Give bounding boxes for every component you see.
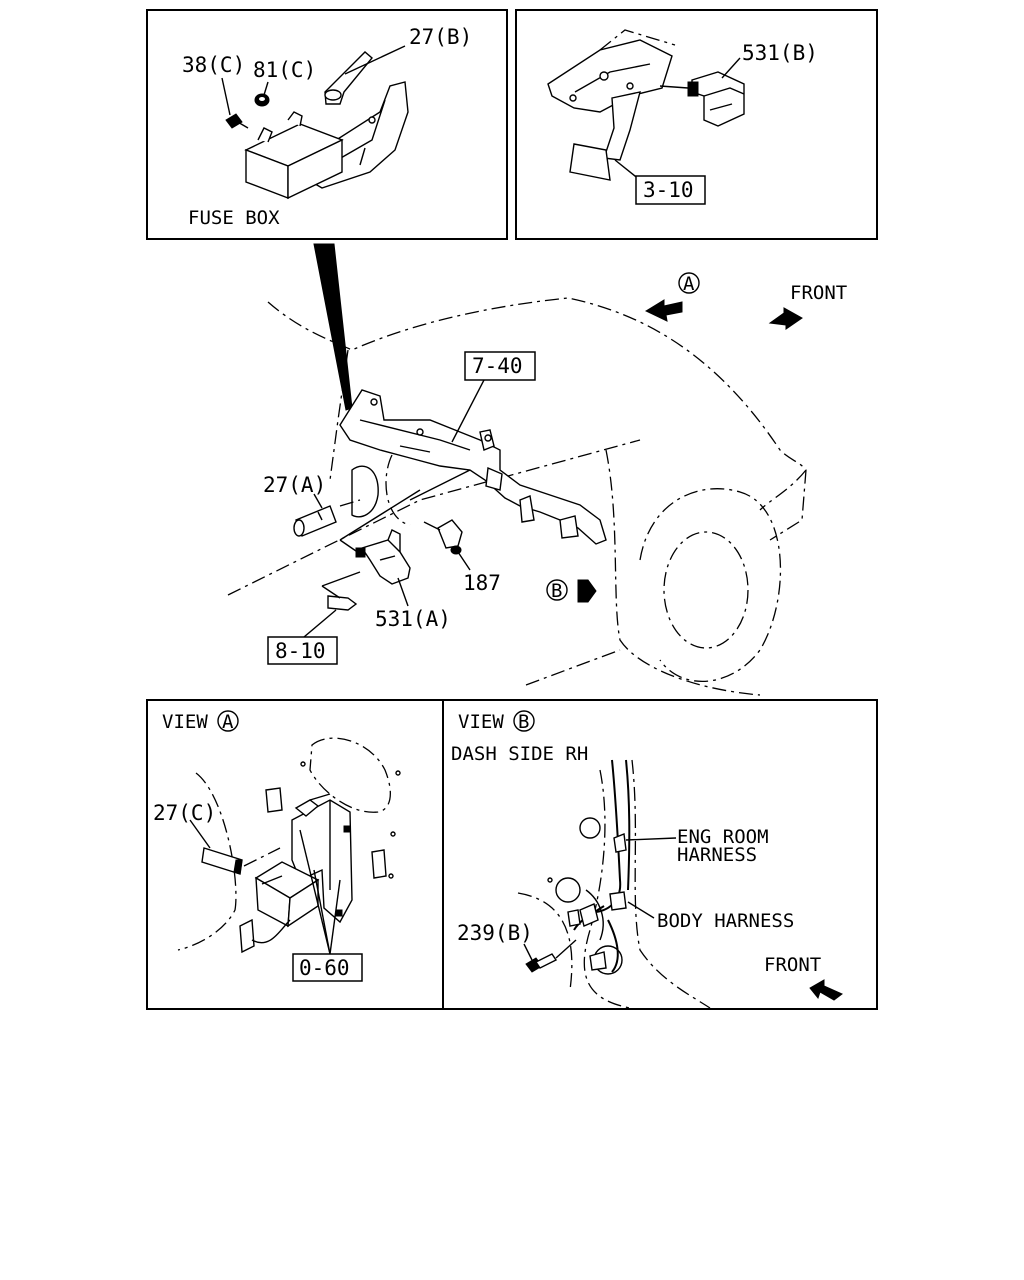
ref-box-3-10 bbox=[635, 175, 706, 205]
label-239b: 239(B) bbox=[457, 921, 533, 945]
fuse-box-detail-panel: 27(B) 38(C) 81(C) FUSE BOX bbox=[146, 9, 508, 240]
label-harness: HARNESS bbox=[677, 844, 757, 866]
oval-cutout bbox=[309, 737, 391, 813]
vehicle-body-outline bbox=[267, 297, 807, 541]
ref-box-8-10 bbox=[267, 636, 338, 665]
label-3-10[interactable]: 3-10 bbox=[643, 178, 694, 202]
ref-box-7-40 bbox=[464, 351, 536, 381]
label-531a: 531(A) bbox=[375, 607, 451, 631]
tube-27c bbox=[201, 847, 243, 875]
label-531b: 531(B) bbox=[742, 41, 818, 65]
front-arrow-b bbox=[809, 979, 843, 1001]
label-81c: 81(C) bbox=[253, 58, 316, 82]
label-body-harness: BODY HARNESS bbox=[657, 910, 794, 932]
label-eng-room: ENG ROOM bbox=[677, 826, 769, 848]
bolt-0-60 bbox=[294, 793, 331, 817]
nut-81c bbox=[254, 93, 270, 107]
bolt-239b bbox=[525, 953, 558, 973]
label-fuse-box: FUSE BOX bbox=[188, 207, 280, 229]
front-label: FRONT bbox=[790, 282, 847, 304]
panel-frame bbox=[146, 9, 508, 240]
view-a-letter: A bbox=[683, 273, 695, 295]
label-27c: 27(C) bbox=[153, 801, 216, 825]
bolt-8-10 bbox=[321, 571, 361, 611]
view-a-arrow: A bbox=[644, 272, 700, 322]
switch-531b bbox=[687, 71, 745, 127]
label-8-10[interactable]: 8-10 bbox=[275, 639, 326, 663]
front-wheel bbox=[639, 488, 782, 682]
view-b-panel: VIEW B DASH SIDE RH 239(B) bbox=[442, 699, 878, 1010]
main-vehicle-view: 7-40 A FRONT 27(A) bbox=[227, 243, 847, 696]
view-b-letter: B bbox=[551, 580, 562, 602]
pedal-bracket bbox=[547, 39, 673, 113]
pedal-arm bbox=[603, 91, 641, 161]
panel-frame bbox=[515, 9, 878, 240]
clip-187 bbox=[437, 519, 463, 555]
front-label-b: FRONT bbox=[764, 954, 821, 976]
view-b-title-letter: B bbox=[518, 711, 529, 733]
bolt-38c bbox=[225, 113, 249, 129]
view-a-panel: VIEW A bbox=[146, 699, 444, 1010]
panel-frame bbox=[442, 699, 878, 1010]
label-187: 187 bbox=[463, 571, 501, 595]
pedal-switch-panel: 531(B) 3-10 bbox=[515, 9, 878, 240]
leader-wedge bbox=[313, 243, 353, 411]
view-a-title: VIEW bbox=[162, 711, 208, 733]
tube-27a bbox=[293, 505, 337, 537]
switch-531a bbox=[355, 529, 411, 585]
label-27b: 27(B) bbox=[409, 25, 472, 49]
label-7-40[interactable]: 7-40 bbox=[472, 354, 523, 378]
view-b-arrow: B bbox=[546, 579, 597, 603]
fuse-box bbox=[244, 111, 344, 200]
eng-room-harness bbox=[595, 759, 622, 913]
view-a-title-letter: A bbox=[222, 711, 234, 733]
front-indicator: FRONT bbox=[768, 282, 847, 330]
pedal-pad bbox=[569, 143, 611, 181]
label-0-60[interactable]: 0-60 bbox=[299, 956, 350, 980]
view-b-title: VIEW bbox=[458, 711, 504, 733]
harness-7-40 bbox=[339, 389, 607, 545]
ref-box-0-60 bbox=[292, 953, 363, 982]
view-b-subtitle: DASH SIDE RH bbox=[451, 743, 588, 765]
label-27a: 27(A) bbox=[263, 473, 326, 497]
relay-box bbox=[254, 861, 320, 928]
label-38c: 38(C) bbox=[182, 53, 245, 77]
